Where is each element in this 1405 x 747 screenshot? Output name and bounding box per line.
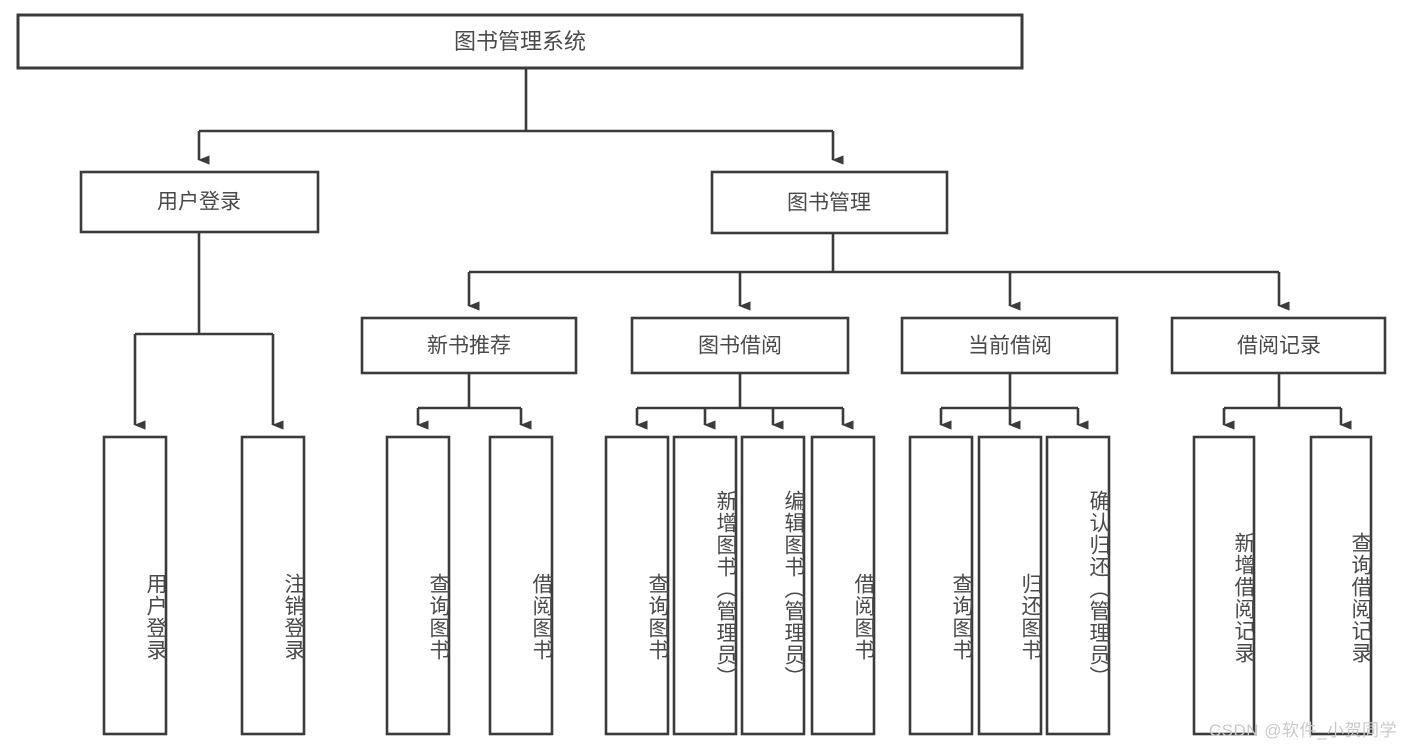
leaf-group-borrow-record	[1192, 435, 1373, 736]
leaf-box-return-book[interactable]	[977, 435, 1043, 736]
node-root-system[interactable]: 图书管理系统	[16, 13, 1024, 70]
connector-new-book-to-leaves	[416, 373, 532, 430]
node-borrow-record-label: 借阅记录	[1237, 335, 1321, 358]
connector-borrow-record-to-leaves	[1222, 373, 1352, 430]
leaf-group-user-login	[102, 435, 306, 736]
node-current-borrow[interactable]: 当前借阅	[900, 316, 1119, 375]
leaf-group-new-book-recommend	[385, 435, 554, 736]
node-user-login[interactable]: 用户登录	[79, 170, 320, 234]
connector-book-borrow-to-leaves	[635, 373, 854, 430]
leaf-box-logout[interactable]	[240, 435, 306, 736]
leaf-box-query-borrow-record[interactable]	[1309, 435, 1373, 736]
leaf-box-user-login[interactable]	[102, 435, 168, 736]
node-new-book-recommend-label: 新书推荐	[427, 335, 511, 358]
leaf-box-add-book-admin[interactable]	[672, 435, 738, 736]
connector-user-login-to-leaves	[133, 232, 284, 430]
node-book-borrow-label: 图书借阅	[698, 335, 782, 358]
node-user-login-label: 用户登录	[157, 191, 241, 214]
node-new-book-recommend[interactable]: 新书推荐	[360, 316, 578, 375]
connector-current-borrow-to-leaves	[939, 373, 1089, 430]
leaf-box-borrow-book-recommend[interactable]	[488, 435, 554, 736]
node-borrow-record[interactable]: 借阅记录	[1170, 316, 1387, 375]
leaf-box-confirm-return-admin[interactable]	[1045, 435, 1111, 736]
node-book-manage-label: 图书管理	[787, 192, 871, 215]
connector-book-manage-to-level2	[467, 233, 1290, 311]
leaf-box-add-borrow-record[interactable]	[1192, 435, 1256, 736]
node-book-manage[interactable]: 图书管理	[710, 170, 949, 235]
leaf-box-borrow-book[interactable]	[810, 435, 876, 736]
leaf-group-current-borrow	[908, 435, 1111, 736]
leaf-box-query-book-recommend[interactable]	[385, 435, 451, 736]
watermark-text: CSDN @软件_小贺同学	[1208, 721, 1397, 740]
node-current-borrow-label: 当前借阅	[968, 335, 1052, 358]
node-root-system-label: 图书管理系统	[454, 29, 586, 54]
leaf-box-edit-book-admin[interactable]	[740, 435, 806, 736]
leaf-box-query-book[interactable]	[604, 435, 670, 736]
node-book-borrow[interactable]: 图书借阅	[630, 316, 850, 375]
connector-root-to-level1	[197, 68, 844, 165]
leaf-box-query-book-current[interactable]	[908, 435, 974, 736]
leaf-group-book-borrow	[604, 435, 876, 736]
